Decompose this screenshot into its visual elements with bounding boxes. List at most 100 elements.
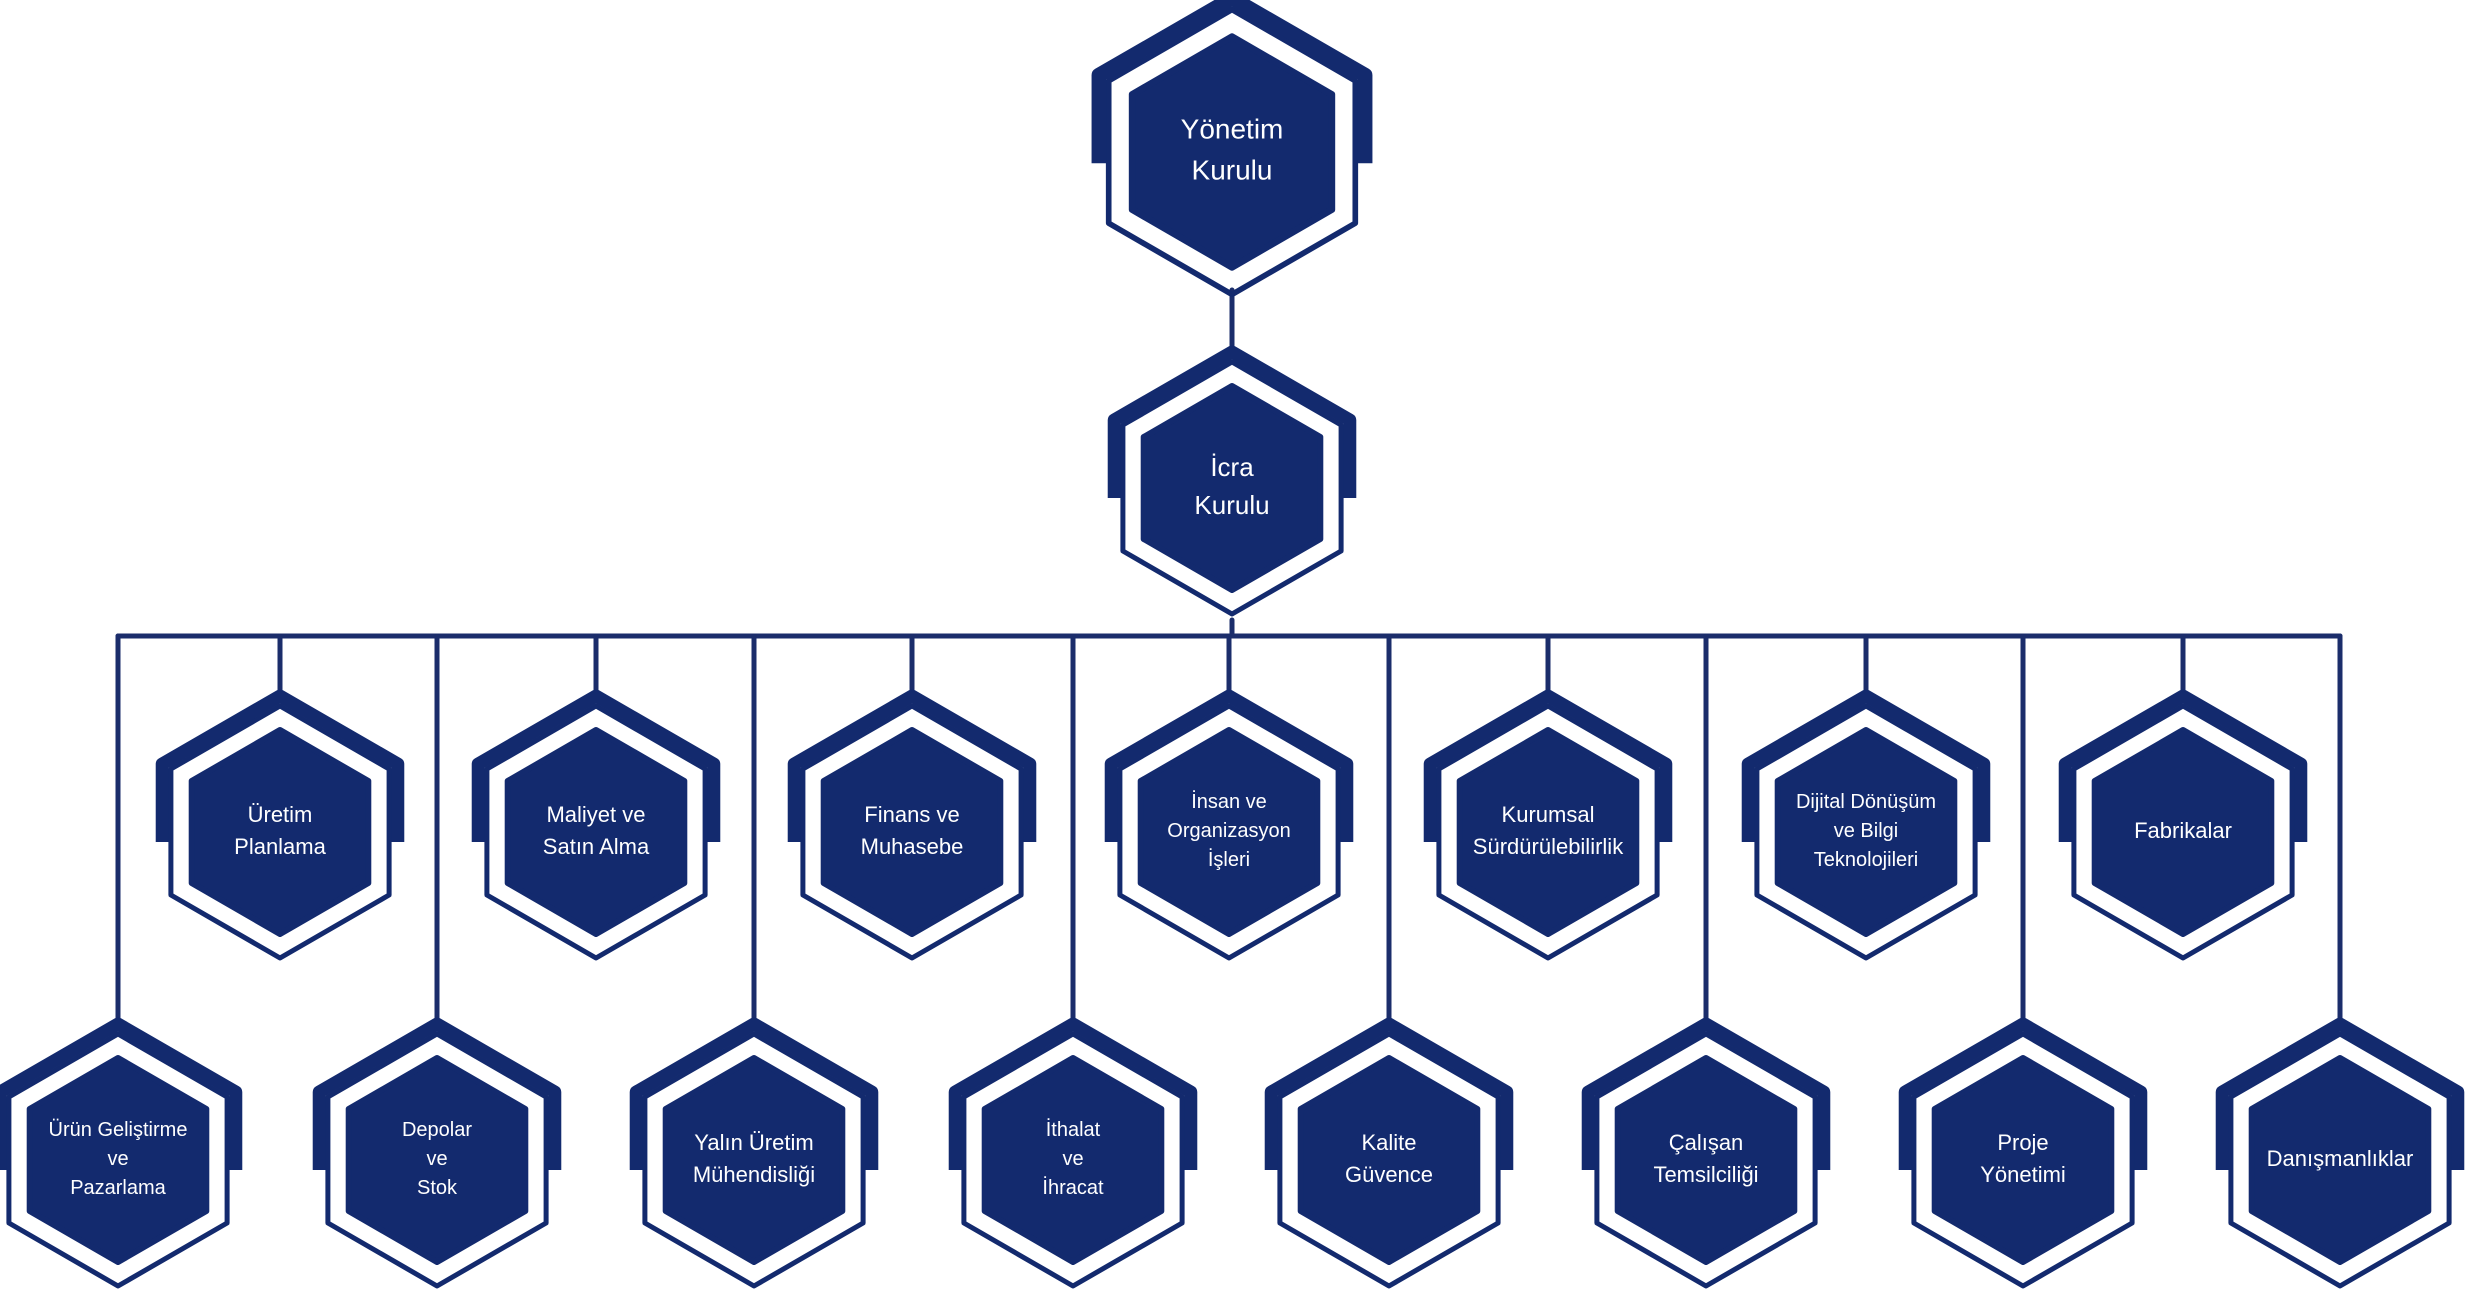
hex-outer-ring — [325, 1031, 549, 1289]
hex-fill — [1774, 727, 1958, 937]
hex-cap — [1741, 689, 1991, 842]
node-label: Finans ve Muhasebe — [861, 802, 964, 859]
hex-outer-ring — [2228, 1031, 2452, 1289]
node-label-line: Üretim — [248, 802, 313, 827]
hex-cap — [1423, 689, 1673, 842]
node-label-line: Fabrikalar — [2134, 818, 2232, 843]
node-label-line: Yönetim — [1181, 114, 1284, 145]
node-label-line: Kurumsal — [1502, 802, 1595, 827]
hex-cap — [1581, 1017, 1831, 1170]
node-label-line: Çalışan — [1669, 1130, 1744, 1155]
hex-fill — [1297, 1055, 1481, 1265]
node-label-line: Yönetimi — [1980, 1162, 2066, 1187]
hex-fill — [2091, 727, 2275, 937]
hex-cap — [155, 689, 405, 842]
hex-fill — [2248, 1055, 2432, 1265]
node-label-line: Finans ve — [864, 802, 959, 827]
org-node-danismanliklar: Danışmanlıklar — [2215, 1017, 2465, 1289]
org-node-maliyet-satin-alma: Maliyet ve Satın Alma — [471, 689, 721, 961]
hex-outer-ring — [1117, 703, 1341, 961]
node-label-line: Kurulu — [1192, 155, 1273, 186]
hex-fill — [662, 1055, 846, 1265]
node-label: Fabrikalar — [2134, 818, 2232, 843]
node-label-line: ve — [107, 1148, 128, 1170]
node-label-line: Proje — [1997, 1130, 2048, 1155]
hex-fill — [1614, 1055, 1798, 1265]
hex-fill — [1128, 33, 1336, 271]
node-label-line: Mühendisliği — [693, 1162, 815, 1187]
hex-cap — [948, 1017, 1198, 1170]
hex-cap — [2215, 1017, 2465, 1170]
hex-cap — [1264, 1017, 1514, 1170]
org-node-finans-muhasebe: Finans ve Muhasebe — [787, 689, 1037, 961]
node-label-line: Dijital Dönüşüm — [1796, 791, 1936, 813]
node-label-line: İşleri — [1208, 848, 1250, 871]
hex-cap — [1091, 0, 1373, 164]
hex-outer-ring — [2071, 703, 2295, 961]
node-label: Maliyet ve Satın Alma — [543, 802, 650, 859]
node-label-line: Teknolojileri — [1814, 849, 1919, 871]
node-label-line: Yalın Üretim — [694, 1130, 813, 1155]
node-label-line: İcra — [1210, 452, 1254, 482]
hex-outer-ring — [1754, 703, 1978, 961]
hex-outer-ring — [168, 703, 392, 961]
hex-fill — [345, 1055, 529, 1265]
hex-cap — [787, 689, 1037, 842]
node-label-line: Stok — [417, 1177, 458, 1199]
hex-outer-ring — [961, 1031, 1185, 1289]
hex-fill — [1931, 1055, 2115, 1265]
hex-outer-ring — [1594, 1031, 1818, 1289]
hex-fill — [1456, 727, 1640, 937]
hex-fill — [820, 727, 1004, 937]
hex-outer-ring — [484, 703, 708, 961]
hex-outer-ring — [800, 703, 1024, 961]
node-label-line: Planlama — [234, 834, 326, 859]
hex-cap — [1107, 345, 1357, 498]
node-label-line: Temsilciliği — [1653, 1162, 1758, 1187]
node-label-line: ve Bilgi — [1834, 820, 1898, 842]
node-label-line: Maliyet ve — [546, 802, 645, 827]
node-label-line: Ürün Geliştirme — [49, 1119, 188, 1141]
hex-outer-ring — [642, 1031, 866, 1289]
node-label: Danışmanlıklar — [2267, 1146, 2414, 1171]
hex-fill — [981, 1055, 1165, 1265]
node-label-line: Sürdürülebilirlik — [1473, 834, 1624, 859]
hex-cap — [471, 689, 721, 842]
node-label-line: İthalat — [1046, 1118, 1101, 1141]
node-label-line: Kalite — [1361, 1130, 1416, 1155]
hex-fill — [504, 727, 688, 937]
node-label-line: Danışmanlıklar — [2267, 1146, 2414, 1171]
hex-outer-ring — [1911, 1031, 2135, 1289]
node-label-line: İnsan ve — [1191, 790, 1267, 813]
hex-cap — [1104, 689, 1354, 842]
node-label-line: Organizasyon — [1167, 820, 1290, 842]
hex-cap — [312, 1017, 562, 1170]
node-label-line: ve — [1062, 1148, 1083, 1170]
org-node-fabrikalar: Fabrikalar — [2058, 689, 2308, 961]
node-label-line: Muhasebe — [861, 834, 964, 859]
hex-outer-ring — [6, 1031, 230, 1289]
node-label-line: Depolar — [402, 1119, 472, 1141]
node-label-line: Kurulu — [1194, 490, 1269, 520]
hex-outer-ring — [1105, 6, 1359, 298]
node-label-line: Satın Alma — [543, 834, 650, 859]
hex-outer-ring — [1436, 703, 1660, 961]
